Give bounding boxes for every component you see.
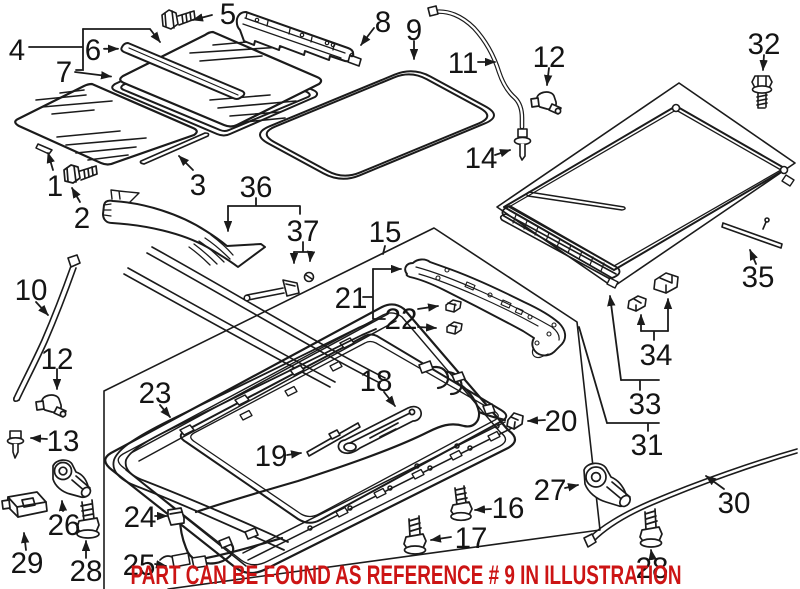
svg-text:14: 14 xyxy=(465,142,498,175)
svg-text:34: 34 xyxy=(640,339,673,372)
svg-text:28: 28 xyxy=(636,552,669,585)
svg-text:36: 36 xyxy=(240,171,273,204)
svg-text:19: 19 xyxy=(255,440,288,473)
svg-text:10: 10 xyxy=(15,274,48,307)
svg-text:27: 27 xyxy=(534,474,567,507)
svg-text:22: 22 xyxy=(385,303,418,336)
svg-text:12: 12 xyxy=(533,41,566,74)
svg-text:26: 26 xyxy=(48,509,81,542)
svg-text:1: 1 xyxy=(47,170,63,203)
svg-text:32: 32 xyxy=(748,28,781,61)
svg-text:6: 6 xyxy=(85,34,101,67)
svg-text:12: 12 xyxy=(41,343,74,376)
svg-text:18: 18 xyxy=(360,365,393,398)
svg-text:15: 15 xyxy=(369,216,402,249)
svg-text:35: 35 xyxy=(742,261,775,294)
svg-text:20: 20 xyxy=(545,405,578,438)
svg-text:9: 9 xyxy=(406,14,422,47)
svg-text:25: 25 xyxy=(123,549,156,582)
svg-text:28: 28 xyxy=(70,555,103,588)
svg-text:7: 7 xyxy=(56,56,72,89)
svg-text:33: 33 xyxy=(629,388,662,421)
svg-text:13: 13 xyxy=(47,425,80,458)
svg-text:31: 31 xyxy=(631,429,664,462)
svg-text:29: 29 xyxy=(11,547,44,580)
svg-text:5: 5 xyxy=(220,0,236,31)
svg-text:23: 23 xyxy=(139,377,172,410)
svg-text:8: 8 xyxy=(375,6,391,39)
svg-text:PART CAN BE FOUND AS REFERENCE: PART CAN BE FOUND AS REFERENCE # 9 IN IL… xyxy=(131,560,682,589)
svg-text:4: 4 xyxy=(9,34,25,67)
svg-text:21: 21 xyxy=(335,282,368,315)
svg-text:11: 11 xyxy=(448,47,479,80)
svg-text:24: 24 xyxy=(124,501,157,534)
svg-text:3: 3 xyxy=(190,169,206,202)
svg-text:37: 37 xyxy=(287,215,320,248)
svg-text:16: 16 xyxy=(492,492,525,525)
svg-text:17: 17 xyxy=(455,522,488,555)
svg-text:2: 2 xyxy=(74,202,90,235)
svg-text:30: 30 xyxy=(718,487,751,520)
